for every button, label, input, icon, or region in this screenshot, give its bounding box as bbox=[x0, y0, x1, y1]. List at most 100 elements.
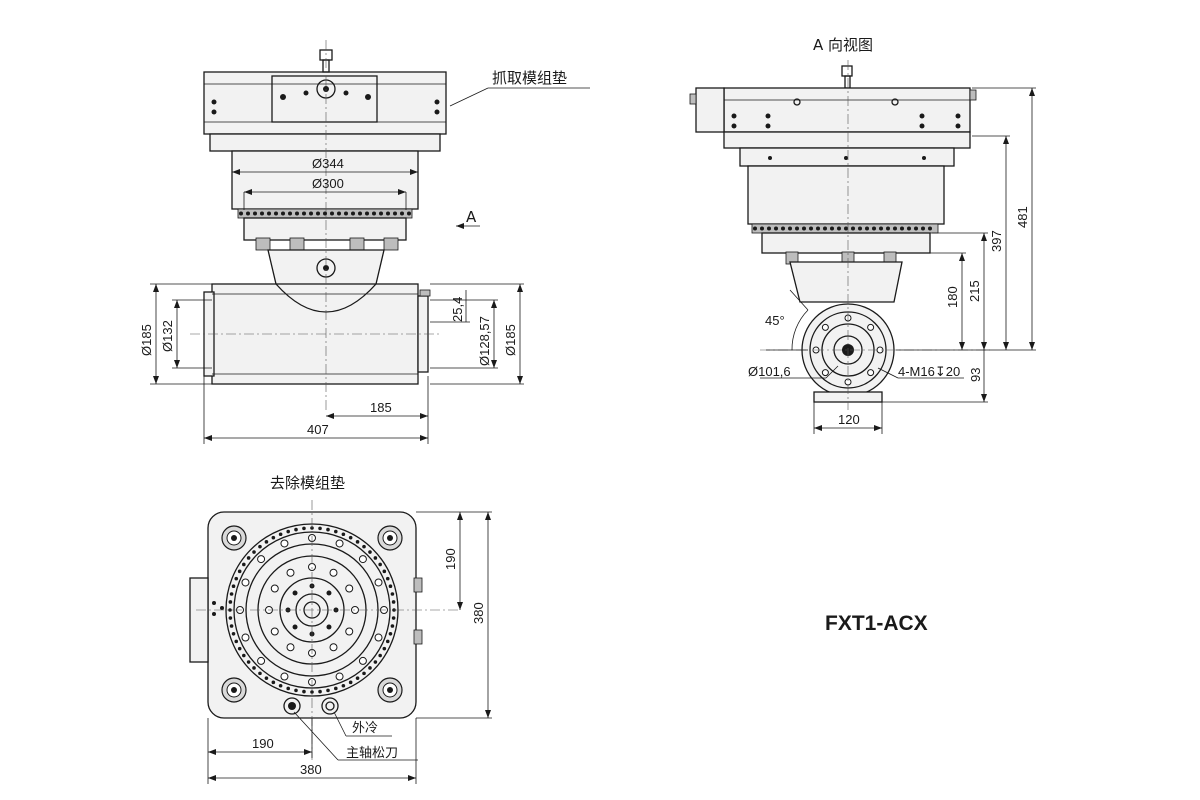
ring-tooth bbox=[334, 529, 338, 534]
ring-tooth bbox=[302, 689, 306, 694]
ring-tooth bbox=[348, 535, 353, 540]
ring-tooth bbox=[318, 526, 322, 531]
inner-bolt bbox=[270, 584, 279, 593]
ring-tooth bbox=[373, 660, 378, 664]
ring-bolt bbox=[280, 672, 289, 681]
dim-93: 93 bbox=[968, 368, 983, 382]
ring-tooth bbox=[886, 226, 890, 231]
ring-tooth bbox=[288, 211, 292, 216]
ring-tooth bbox=[407, 211, 411, 216]
ring-bolt bbox=[374, 578, 383, 587]
ring-tooth bbox=[229, 624, 234, 628]
top-view-title: 去除模组垫 bbox=[270, 474, 345, 492]
ring-tooth bbox=[390, 624, 395, 628]
ring-tooth bbox=[893, 226, 897, 231]
ring-tooth bbox=[337, 211, 341, 216]
dim-120: 120 bbox=[838, 412, 860, 427]
ring-tooth bbox=[865, 226, 869, 231]
callout-spindle-release: 主轴松刀 bbox=[346, 746, 398, 761]
ring-teeth-side bbox=[753, 226, 932, 231]
dim-d128-57: Ø128,57 bbox=[477, 316, 492, 366]
ring-tooth bbox=[385, 576, 390, 581]
ring-tooth bbox=[351, 211, 355, 216]
ring-tooth bbox=[237, 646, 242, 651]
dim-185: 185 bbox=[370, 400, 392, 415]
ring-tooth bbox=[271, 680, 276, 685]
ring-tooth bbox=[382, 569, 387, 574]
dim-407: 407 bbox=[307, 422, 329, 437]
inner-bolt bbox=[329, 568, 338, 577]
ring-tooth bbox=[228, 616, 233, 620]
dim-d344: Ø344 bbox=[312, 156, 344, 171]
ring-tooth bbox=[302, 526, 306, 531]
ring-tooth bbox=[330, 211, 334, 216]
ring-tooth bbox=[264, 540, 269, 544]
ring-tooth bbox=[390, 592, 395, 596]
ring-tooth bbox=[386, 211, 390, 216]
ring-tooth bbox=[274, 211, 278, 216]
dim-25-4: 25,4 bbox=[450, 297, 465, 322]
ring-tooth bbox=[253, 211, 257, 216]
ring-tooth bbox=[837, 226, 841, 231]
ring-tooth bbox=[753, 226, 757, 231]
ring-tooth bbox=[355, 540, 360, 544]
ring-bolt bbox=[257, 555, 266, 564]
ring-tooth bbox=[382, 646, 387, 651]
dim-380-horizontal: 380 bbox=[300, 762, 322, 777]
ring-tooth bbox=[318, 689, 322, 694]
ring-tooth bbox=[400, 211, 404, 216]
model-name: FXT1-ACX bbox=[825, 612, 928, 635]
dim-45deg: 45° bbox=[765, 313, 785, 328]
ring-tooth bbox=[379, 211, 383, 216]
corner-bolt-center bbox=[387, 687, 393, 693]
ring-tooth bbox=[760, 226, 764, 231]
inner-bolt bbox=[345, 627, 354, 636]
ring-tooth bbox=[767, 226, 771, 231]
ring-tooth bbox=[907, 226, 911, 231]
callout-coolant: 外冷 bbox=[352, 721, 378, 736]
ring-tooth bbox=[348, 680, 353, 685]
ring-tooth bbox=[388, 584, 393, 588]
inner-bolt bbox=[270, 627, 279, 636]
ring-tooth bbox=[258, 544, 262, 549]
ring-tooth bbox=[391, 616, 396, 620]
corner-bolt-center bbox=[231, 687, 237, 693]
ring-tooth bbox=[264, 676, 269, 680]
ring-tooth bbox=[252, 666, 256, 670]
ring-tooth bbox=[774, 226, 778, 231]
hub-bolt bbox=[326, 624, 332, 630]
ring-tooth bbox=[373, 556, 378, 560]
ring-tooth bbox=[781, 226, 785, 231]
disc-bolt bbox=[821, 323, 829, 331]
ring-tooth bbox=[295, 211, 299, 216]
ring-tooth bbox=[378, 653, 382, 658]
ring-tooth bbox=[341, 532, 346, 537]
ring-tooth bbox=[362, 544, 366, 549]
ring-tooth bbox=[858, 226, 862, 231]
ring-tooth bbox=[246, 556, 251, 560]
ring-bolt bbox=[241, 633, 250, 642]
dim-180: 180 bbox=[945, 286, 960, 308]
side-view-title: A 向视图 bbox=[813, 36, 873, 54]
ring-tooth bbox=[368, 550, 372, 554]
dim-190-horizontal: 190 bbox=[252, 736, 274, 751]
ring-tooth bbox=[393, 211, 397, 216]
ring-tooth bbox=[830, 226, 834, 231]
ring-bolt bbox=[241, 578, 250, 587]
hub-bolt bbox=[326, 590, 332, 596]
ring-tooth bbox=[237, 569, 242, 574]
side-view: A 向视图 bbox=[689, 36, 1036, 434]
dim-397: 397 bbox=[989, 230, 1004, 252]
ring-tooth bbox=[239, 211, 243, 216]
ring-tooth bbox=[242, 562, 246, 567]
dim-d101-6: Ø101,6 bbox=[748, 364, 791, 379]
ring-tooth bbox=[851, 226, 855, 231]
ring-tooth bbox=[228, 608, 232, 612]
ring-tooth bbox=[341, 683, 346, 688]
ring-tooth bbox=[302, 211, 306, 216]
disc-bolt bbox=[867, 369, 875, 377]
ring-tooth bbox=[802, 226, 806, 231]
ring-tooth bbox=[294, 688, 298, 693]
ring-tooth bbox=[326, 527, 330, 532]
